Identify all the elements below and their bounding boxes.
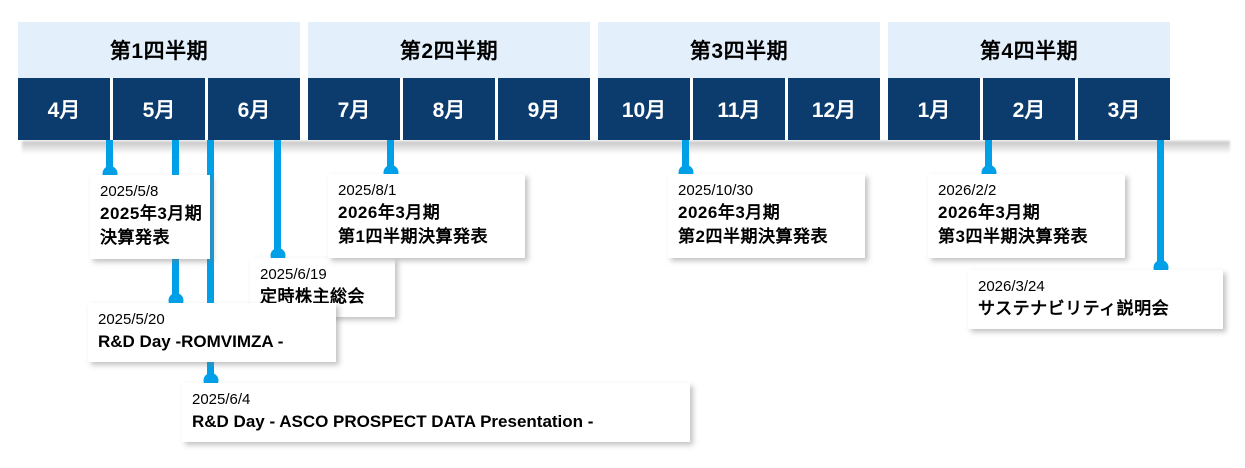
- connector-annual-shareholders-meeting: [270, 140, 285, 263]
- connector-fy2025-full-year-results: [102, 140, 117, 181]
- quarter-column-q1: 第1四半期 4月 5月 6月: [18, 22, 300, 140]
- month-cell-3[interactable]: 3月: [1078, 78, 1170, 140]
- month-row-q2: 7月 8月 9月: [308, 78, 590, 140]
- callout-date: 2026/2/2: [938, 182, 997, 199]
- quarter-label-q2: 第2四半期: [399, 40, 499, 63]
- month-cell-12[interactable]: 12月: [788, 78, 880, 140]
- month-label-1: 1月: [917, 99, 951, 122]
- month-cell-11[interactable]: 11月: [693, 78, 785, 140]
- month-cell-4[interactable]: 4月: [18, 78, 110, 140]
- callout-date: 2025/10/30: [678, 182, 754, 199]
- callout-line-1: 2026年3月期: [338, 203, 441, 223]
- month-row-q1: 4月 5月 6月: [18, 78, 300, 140]
- quarter-label-q4: 第4四半期: [979, 40, 1079, 63]
- month-cell-1[interactable]: 1月: [888, 78, 980, 140]
- timeline-header: 第1四半期 4月 5月 6月 第2四半期 7月 8月 9月: [18, 22, 1224, 140]
- callout-line-1: 2026年3月期: [938, 203, 1041, 223]
- callout-line-1: 2026年3月期: [678, 203, 781, 223]
- month-label-11: 11月: [717, 99, 761, 122]
- month-cell-2[interactable]: 2月: [983, 78, 1075, 140]
- month-label-5: 5月: [142, 99, 176, 122]
- callout-fy2025-full-year-results[interactable]: 2025/5/8 2025年3月期 決算発表: [90, 175, 210, 259]
- quarter-column-q3: 第3四半期 10月 11月 12月: [598, 22, 880, 140]
- callout-line-1: 定時株主総会: [260, 287, 365, 307]
- callout-rnd-day-asco-prospect[interactable]: 2025/6/4 R&D Day - ASCO PROSPECT DATA Pr…: [182, 383, 690, 443]
- month-label-10: 10月: [621, 99, 667, 122]
- callout-line-1: R&D Day - ASCO PROSPECT DATA Presentatio…: [192, 412, 594, 432]
- month-cell-6[interactable]: 6月: [208, 78, 300, 140]
- month-cell-9[interactable]: 9月: [498, 78, 590, 140]
- month-cell-10[interactable]: 10月: [598, 78, 690, 140]
- callout-line-2: 第2四半期決算発表: [678, 227, 828, 247]
- callout-line-2: 決算発表: [100, 228, 170, 248]
- month-label-9: 9月: [527, 99, 561, 122]
- callout-fy2026-q1-results[interactable]: 2025/8/1 2026年3月期 第1四半期決算発表: [328, 174, 525, 258]
- callout-line-2: 第3四半期決算発表: [938, 227, 1088, 247]
- callout-date: 2025/6/4: [192, 391, 251, 408]
- month-cell-8[interactable]: 8月: [403, 78, 495, 140]
- connector-fy2026-q2-results: [678, 140, 693, 180]
- quarter-column-q4: 第4四半期 1月 2月 3月: [888, 22, 1170, 140]
- connector-fy2026-q3-results: [981, 140, 996, 180]
- month-label-7: 7月: [337, 99, 371, 122]
- quarter-band-q1: 第1四半期: [18, 22, 300, 78]
- callout-line-1: サステナビリティ説明会: [978, 299, 1170, 319]
- connector-fy2026-q1-results: [383, 140, 398, 180]
- callout-sustainability-briefing[interactable]: 2026/3/24 サステナビリティ説明会: [968, 270, 1223, 330]
- month-label-12: 12月: [811, 99, 857, 122]
- callout-rnd-day-romvimza[interactable]: 2025/5/20 R&D Day -ROMVIMZA -: [88, 303, 336, 363]
- quarter-band-q3: 第3四半期: [598, 22, 880, 78]
- month-label-6: 6月: [237, 99, 271, 122]
- month-row-q3: 10月 11月 12月: [598, 78, 880, 140]
- month-label-2: 2月: [1012, 99, 1046, 122]
- month-cell-5[interactable]: 5月: [113, 78, 205, 140]
- timeline-header-shadow: [22, 141, 1230, 154]
- callout-date: 2025/8/1: [338, 182, 397, 199]
- month-label-8: 8月: [432, 99, 466, 122]
- callout-line-1: 2025年3月期: [100, 204, 203, 224]
- quarter-band-q2: 第2四半期: [308, 22, 590, 78]
- month-label-4: 4月: [47, 99, 81, 122]
- month-label-3: 3月: [1107, 99, 1141, 122]
- quarter-band-q4: 第4四半期: [888, 22, 1170, 78]
- callout-line-2: 第1四半期決算発表: [338, 227, 488, 247]
- callout-date: 2025/5/20: [98, 311, 165, 328]
- quarter-column-q2: 第2四半期 7月 8月 9月: [308, 22, 590, 140]
- callout-fy2026-q3-results[interactable]: 2026/2/2 2026年3月期 第3四半期決算発表: [928, 174, 1125, 258]
- callout-date: 2025/6/19: [260, 266, 327, 283]
- month-row-q4: 1月 2月 3月: [888, 78, 1170, 140]
- callout-fy2026-q2-results[interactable]: 2025/10/30 2026年3月期 第2四半期決算発表: [668, 174, 865, 258]
- callout-date: 2026/3/24: [978, 278, 1045, 295]
- callout-date: 2025/5/8: [100, 183, 159, 200]
- month-cell-7[interactable]: 7月: [308, 78, 400, 140]
- callout-line-1: R&D Day -ROMVIMZA -: [98, 332, 284, 352]
- quarter-label-q1: 第1四半期: [109, 40, 209, 63]
- connector-sustainability-briefing: [1153, 140, 1168, 275]
- quarter-label-q3: 第3四半期: [689, 40, 789, 63]
